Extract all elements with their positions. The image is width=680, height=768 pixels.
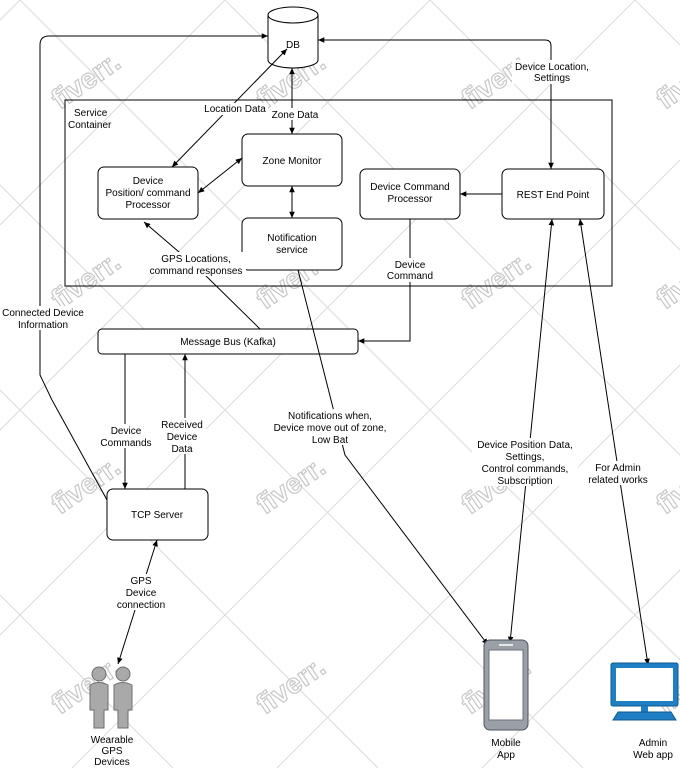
service-container-label-line1: Service <box>74 108 108 119</box>
svg-text:Subscription: Subscription <box>497 476 552 487</box>
edge-label-location-data: Location Data <box>202 103 268 115</box>
svg-text:Device: Device <box>126 588 157 599</box>
wearable-label-line2: GPS <box>101 746 122 757</box>
watermark-line <box>429 0 680 251</box>
watermark-text-group: fiverr. fiverr. fiverr. fiverr. fiverr. fiver… <box>45 45 680 720</box>
edge-label-device-commands: Device Commands <box>98 424 154 449</box>
svg-text:Device Location,: Device Location, <box>515 62 589 73</box>
svg-text:Device: Device <box>395 260 426 271</box>
svg-text:Settings: Settings <box>534 73 570 84</box>
edge-db-rest <box>318 37 554 169</box>
watermark-line <box>0 389 379 768</box>
admin-app-label-line2: Web app <box>633 750 673 761</box>
svg-text:Device: Device <box>167 432 198 443</box>
edge-label-for-admin: For Admin related works <box>585 461 651 486</box>
edge-notification-mobile <box>297 269 489 646</box>
edge-label-connected-device-info: Connected Device Information <box>0 306 86 331</box>
device-command-processor-line1: Device Command <box>370 182 449 193</box>
svg-text:command responses: command responses <box>150 266 243 277</box>
device-command-processor-line2: Processor <box>387 194 433 205</box>
watermark-text: fiverr. <box>456 246 536 315</box>
svg-text:For Admin: For Admin <box>595 463 641 474</box>
wearable-label-line1: Wearable <box>91 735 134 746</box>
edge-rest-admin <box>578 218 650 666</box>
watermark-line <box>0 594 174 768</box>
watermark-text: fiverr. <box>651 451 680 520</box>
wearable-label-line3: Devices <box>94 757 130 768</box>
tcp-server-label: TCP Server <box>131 510 184 521</box>
svg-text:Device: Device <box>111 426 142 437</box>
monitor-icon <box>610 662 679 721</box>
svg-text:Notifications when,: Notifications when, <box>288 411 372 422</box>
watermark-line <box>276 364 680 768</box>
svg-text:GPS Locations,: GPS Locations, <box>161 254 230 265</box>
watermark-text: fiverr. <box>651 246 680 315</box>
notification-service-line2: service <box>276 245 308 256</box>
db-node: DB <box>267 6 319 69</box>
svg-text:Command: Command <box>387 271 433 282</box>
svg-text:Commands: Commands <box>100 438 151 449</box>
mobile-app-label-line2: App <box>497 750 515 761</box>
edge-label-gps-device-connection: GPS Device connection <box>114 574 168 611</box>
svg-text:Settings,: Settings, <box>506 452 545 463</box>
zone-monitor-label: Zone Monitor <box>263 156 323 167</box>
svg-text:related works: related works <box>588 475 647 486</box>
watermark-text: fiverr. <box>46 46 126 115</box>
device-position-processor-line3: Processor <box>125 200 171 211</box>
db-label: DB <box>286 40 300 51</box>
edge-zone-monitor-device-processor <box>197 157 243 194</box>
watermark-line <box>71 159 680 768</box>
mobile-app-label-line1: Mobile <box>491 738 521 749</box>
svg-text:connection: connection <box>117 600 165 611</box>
admin-app-label-line1: Admin <box>639 738 667 749</box>
edge-label-notifications: Notifications when, Device move out of z… <box>270 409 390 446</box>
svg-text:Data: Data <box>171 444 193 455</box>
svg-text:Device move out of zone,: Device move out of zone, <box>274 423 387 434</box>
rest-endpoint-label: REST End Point <box>517 190 590 201</box>
svg-text:Location Data: Location Data <box>204 104 266 115</box>
mobile-phone-icon <box>483 639 529 731</box>
svg-text:GPS: GPS <box>130 576 151 587</box>
watermark-text: fiverr. <box>251 451 331 520</box>
svg-text:Low Bat: Low Bat <box>312 435 348 446</box>
edge-label-zone-data: Zone Data <box>271 108 321 121</box>
svg-text:Zone Data: Zone Data <box>272 110 319 121</box>
edge-label-device-position-data: Device Position Data, Settings, Control … <box>472 438 578 487</box>
message-bus-label: Message Bus (Kafka) <box>180 337 276 348</box>
watermark-line <box>0 0 21 21</box>
notification-service-box <box>241 217 343 271</box>
notification-service-line1: Notification <box>267 233 316 244</box>
svg-text:Information: Information <box>18 320 68 331</box>
svg-text:Connected Device: Connected Device <box>2 308 84 319</box>
svg-text:Device Position Data,: Device Position Data, <box>477 440 573 451</box>
device-position-processor-line2: Position/ command <box>105 188 190 199</box>
watermark-text: fiverr. <box>46 246 126 315</box>
device-position-processor-line1: Device <box>133 176 164 187</box>
edge-label-device-location-settings: Device Location, Settings <box>512 60 592 84</box>
service-container-label-line2: Container <box>68 120 112 131</box>
svg-text:Received: Received <box>161 420 203 431</box>
edge-rest-mobile <box>507 218 555 644</box>
edge-label-received-device-data: Received Device Data <box>158 418 206 455</box>
watermark-text: fiverr. <box>651 46 680 115</box>
watermark-line <box>19 0 680 661</box>
edge-label-device-command: Device Command <box>385 258 435 282</box>
watermark-line <box>0 184 584 768</box>
edge-label-gps-locations: GPS Locations, command responses <box>146 252 246 277</box>
wearable-devices-icon <box>89 666 133 729</box>
watermark-line <box>0 0 431 431</box>
edge-tcp-db <box>39 33 268 501</box>
watermark-line <box>0 0 226 226</box>
svg-text:Control commands,: Control commands, <box>482 464 569 475</box>
